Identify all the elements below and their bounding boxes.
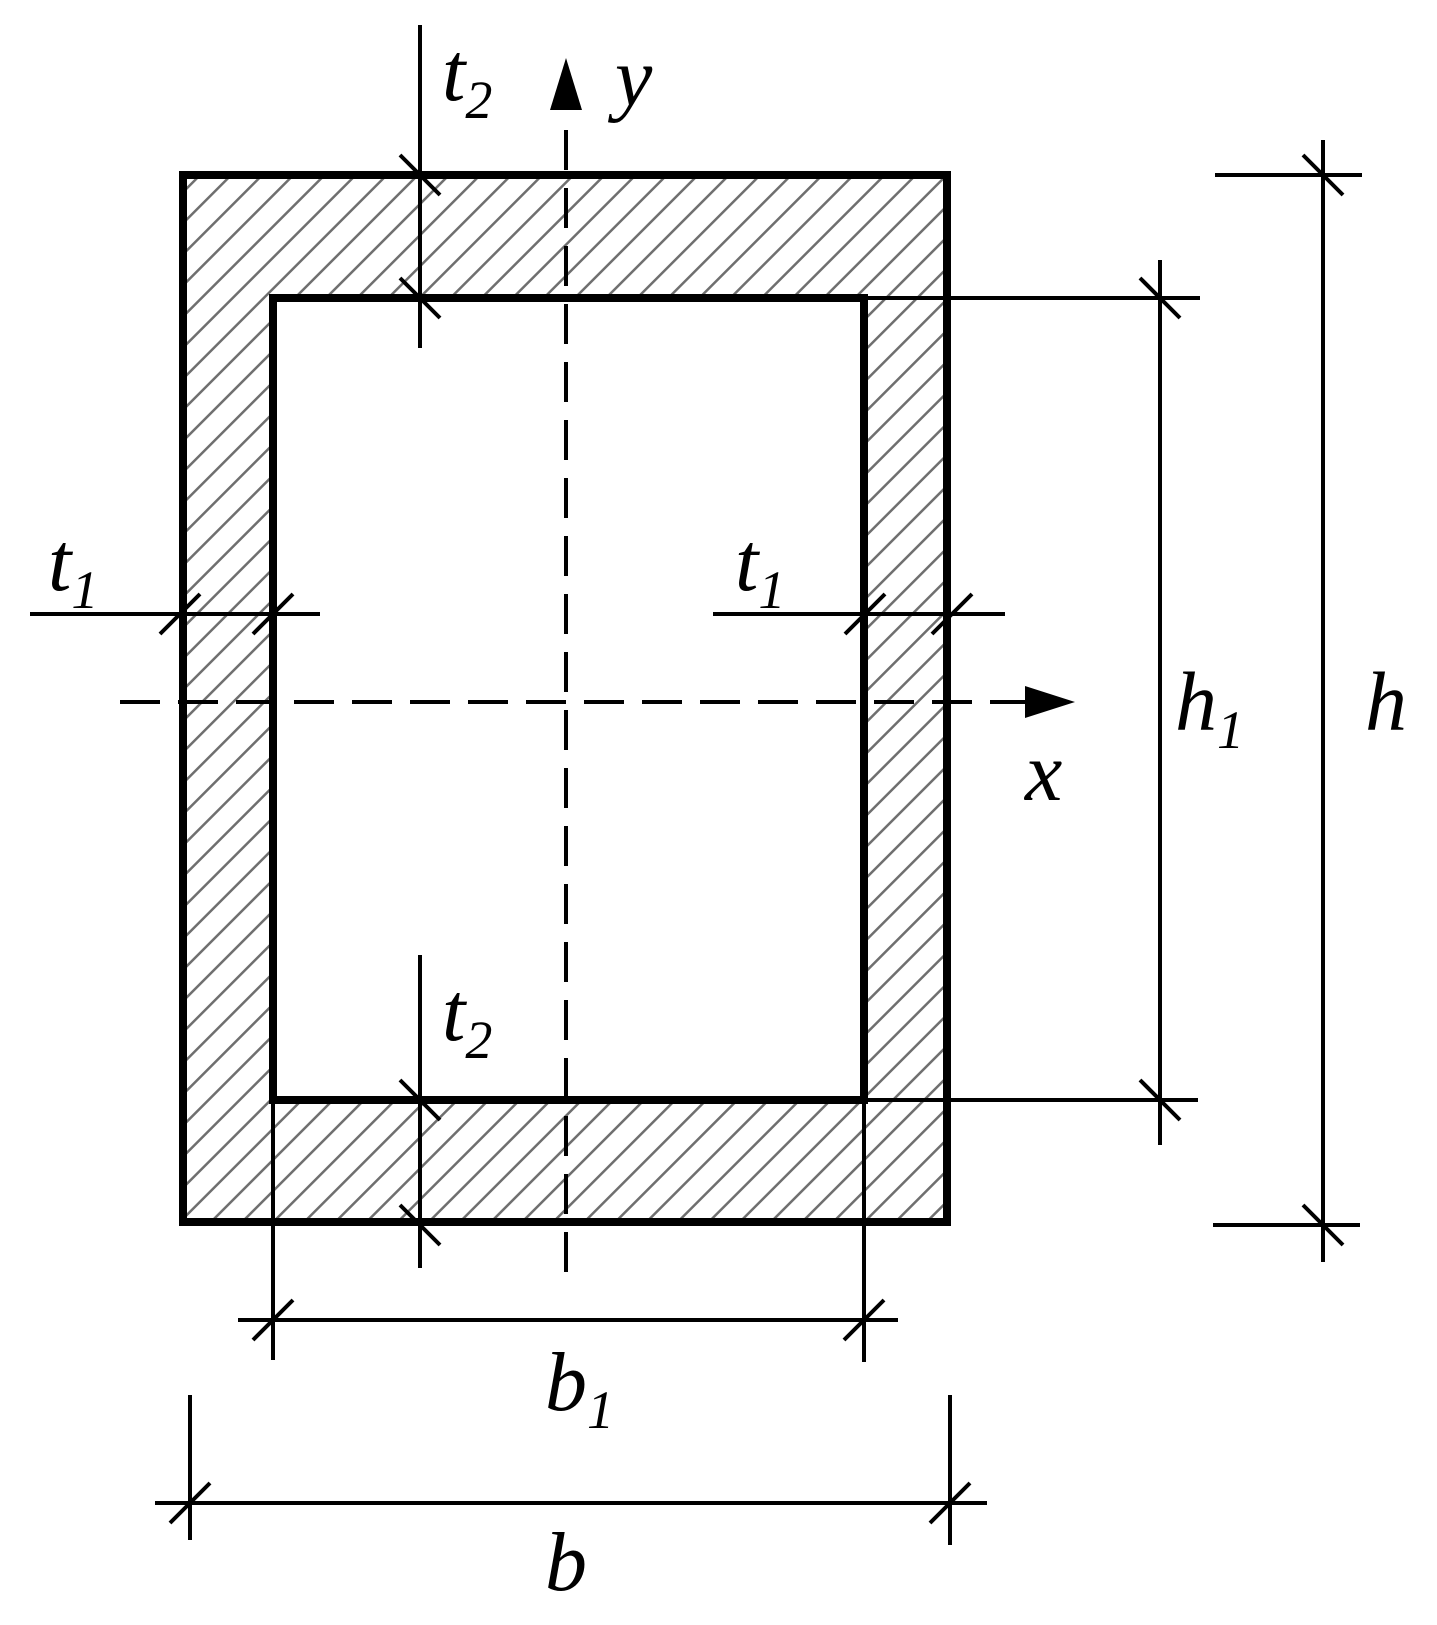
y-axis-arrowhead bbox=[550, 58, 582, 110]
section-wall-hatch bbox=[180, 172, 950, 1225]
b1-label: b1 bbox=[545, 1336, 614, 1440]
dimension-b1 bbox=[238, 1100, 898, 1362]
y-axis-label: y bbox=[607, 31, 653, 124]
dimension-h1 bbox=[864, 260, 1200, 1145]
t2-bottom-label: t2 bbox=[442, 966, 492, 1070]
t1-right-label: t1 bbox=[735, 516, 785, 620]
outer-boundary bbox=[179, 171, 951, 1226]
t1-left-label: t1 bbox=[48, 516, 98, 620]
b-label: b bbox=[545, 1516, 587, 1609]
dimension-t1-left bbox=[30, 592, 320, 636]
dimension-t2-bottom bbox=[398, 955, 442, 1268]
dimension-t2-top bbox=[398, 25, 442, 348]
x-axis-arrowhead bbox=[1025, 686, 1075, 718]
h-label: h bbox=[1365, 656, 1407, 749]
x-axis-label: x bbox=[1023, 726, 1062, 819]
dimension-t1-right bbox=[713, 592, 1005, 636]
t2-top-label: t2 bbox=[442, 26, 492, 130]
dimension-h bbox=[1213, 140, 1362, 1262]
dimension-b bbox=[155, 1395, 987, 1545]
inner-boundary bbox=[269, 294, 868, 1104]
h1-label: h1 bbox=[1175, 656, 1244, 760]
